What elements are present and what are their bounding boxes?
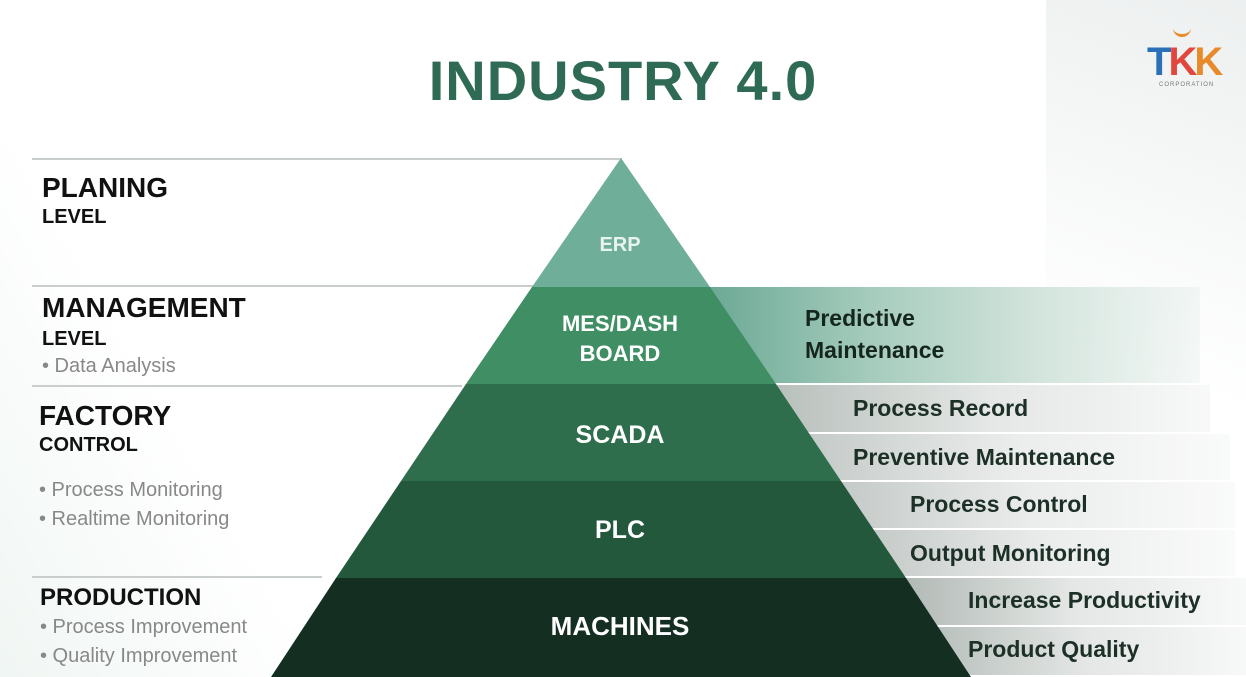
level-factory-title: FACTORY	[39, 400, 172, 431]
pyramid-label-plc: PLC	[595, 516, 645, 544]
level-production-bullet-2: • Quality Improvement	[40, 645, 238, 667]
level-management-bullet: • Data Analysis	[42, 355, 176, 377]
benefit-predictive-maintenance	[705, 287, 1200, 383]
level-divider-factory	[32, 385, 462, 387]
benefit-band-5	[865, 530, 1235, 576]
pyramid-tier-erp	[532, 158, 710, 287]
level-factory-subtitle: CONTROL	[39, 434, 138, 456]
benefit-process-record: Process Record	[853, 395, 1029, 421]
benefit-process-control: Process Control	[910, 491, 1088, 517]
level-management-subtitle: LEVEL	[42, 328, 107, 350]
logo-wordmark: TKK	[1147, 40, 1223, 84]
pyramid-tier-plc	[336, 481, 906, 578]
benefit-predictive-line1: Predictive	[805, 305, 915, 331]
benefit-band-7	[930, 627, 1246, 675]
level-divider-management	[32, 285, 542, 287]
level-divider-planning	[32, 158, 622, 160]
pyramid-tier-mes	[466, 287, 776, 384]
benefit-predictive-maintenance-label: Predictive Maintenance	[805, 302, 944, 366]
pyramid-label-mes-line2: BOARD	[579, 341, 661, 366]
pyramid-label-scada: SCADA	[575, 421, 665, 449]
benefit-preventive-maintenance: Preventive Maintenance	[853, 444, 1116, 470]
pyramid-tier-scada	[401, 384, 841, 481]
level-planning-title: PLANING	[42, 172, 168, 203]
benefit-increase-productivity: Increase Productivity	[968, 587, 1201, 613]
company-logo: TKK CORPORATION	[1145, 22, 1235, 92]
benefit-band-3	[800, 434, 1230, 480]
level-planning: PLANING LEVEL	[42, 172, 168, 230]
level-management-title: MANAGEMENT	[42, 292, 246, 323]
level-divider-production	[32, 576, 322, 578]
benefit-predictive-line2: Maintenance	[805, 337, 945, 363]
level-factory: FACTORY CONTROL • Process Monitoring • R…	[39, 400, 229, 534]
page-title: INDUSTRY 4.0	[428, 49, 818, 112]
level-management: MANAGEMENT LEVEL • Data Analysis	[42, 292, 246, 381]
level-production: PRODUCTION • Process Improvement • Quali…	[40, 583, 247, 671]
benefit-output-monitoring: Output Monitoring	[910, 540, 1111, 566]
pyramid-label-mes: MES/DASH BOARD	[520, 309, 720, 369]
level-production-title: PRODUCTION	[40, 584, 202, 611]
pyramid-tier-machines	[271, 578, 971, 677]
pyramid-label-mes-line1: MES/DASH	[561, 311, 679, 336]
benefit-band-6	[900, 578, 1246, 625]
pyramid-label-machines: MACHINES	[550, 611, 690, 641]
level-factory-bullet-1: • Process Monitoring	[39, 479, 223, 501]
benefit-band-4	[835, 482, 1235, 528]
benefit-product-quality: Product Quality	[968, 636, 1140, 662]
level-planning-subtitle: LEVEL	[42, 206, 107, 228]
logo-subtitle: CORPORATION	[1159, 82, 1215, 88]
benefit-band-2	[770, 385, 1210, 432]
pyramid-label-erp: ERP	[599, 234, 641, 256]
level-factory-bullet-2: • Realtime Monitoring	[39, 508, 230, 530]
logo-sun-icon	[1173, 22, 1191, 37]
level-production-bullet-1: • Process Improvement	[40, 616, 248, 638]
